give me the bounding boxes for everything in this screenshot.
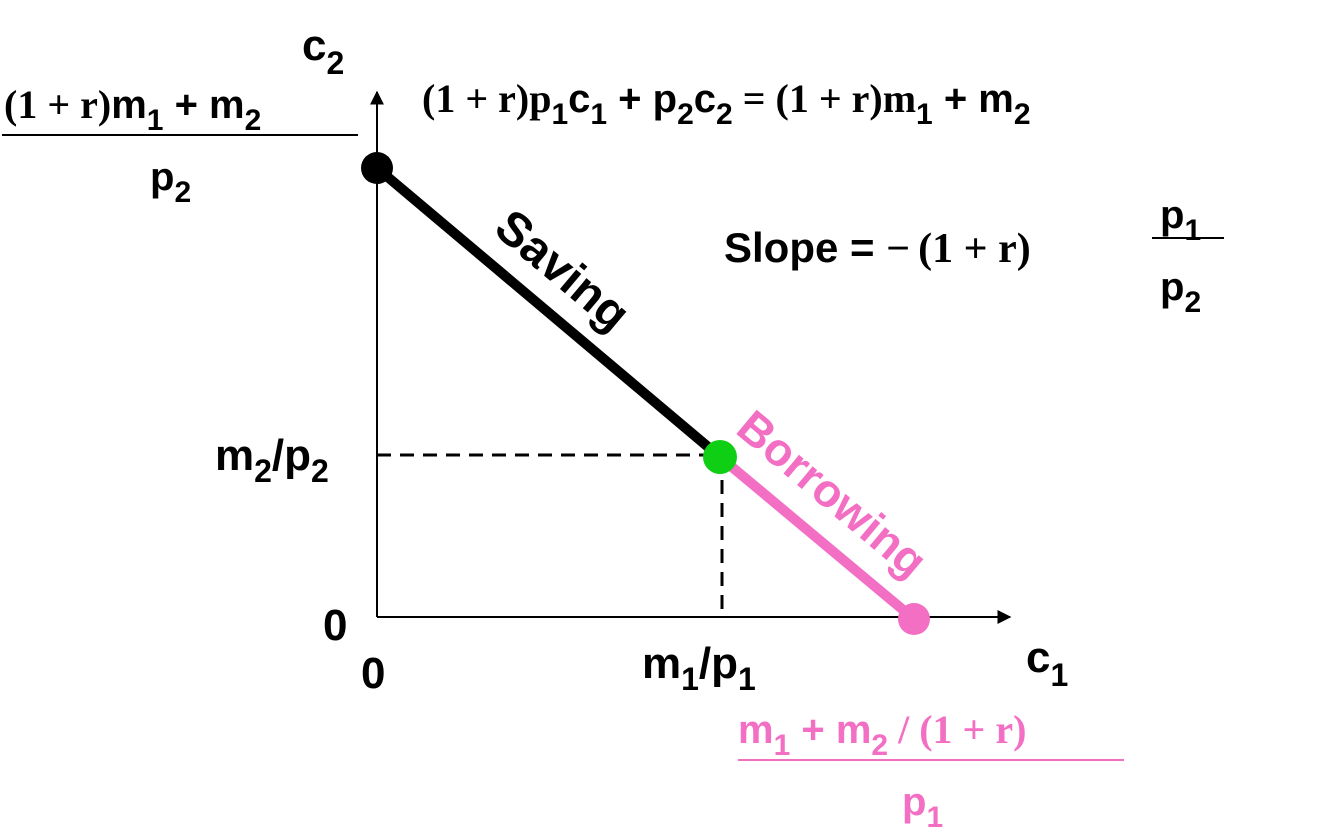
endowment-x-label: m1/p1 [642,639,756,697]
borrowing-segment [716,453,918,623]
y-intercept-numerator: (1 + r)m1 + m2 [4,82,261,137]
x-axis-label: c1 [1026,633,1068,693]
y-intercept-label: (1 + r)m1 + m2 p2 [2,82,358,209]
saving-segment [373,164,724,461]
origin-x-label: 0 [361,649,385,698]
x-intercept-denominator: p1 [902,780,943,834]
y-intercept-point [361,152,393,184]
slope-annotation: Slope = −(1 + r) p1 p2 [724,193,1224,319]
budget-equation: (1 + r)p1c1 + p2c2 = (1 + r)m1 + m2 [422,76,1031,131]
endowment-point [703,440,737,474]
y-axis-label: c2 [302,21,344,81]
y-intercept-denominator: p2 [150,155,191,209]
slope-denominator: p2 [1160,265,1201,319]
x-intercept-point [898,603,930,635]
x-intercept-label: m1 + m2 / (1 + r) p1 [738,707,1124,834]
x-intercept-numerator: m1 + m2 / (1 + r) [738,707,1026,762]
endowment-y-label: m2/p2 [215,431,329,489]
origin-y-label: 0 [323,601,347,650]
slope-label: Slope = −(1 + r) [724,224,1031,272]
